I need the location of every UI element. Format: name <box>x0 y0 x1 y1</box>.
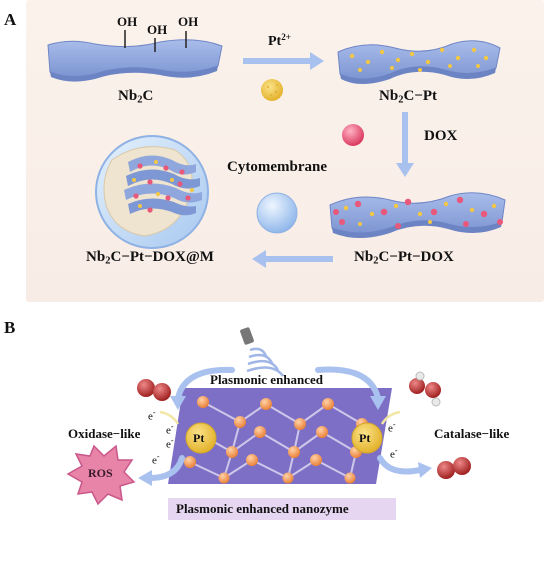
ros-starburst <box>66 444 136 506</box>
nb2c-pt-label: Nb2C−Pt <box>379 88 437 106</box>
arrow-pt-loading <box>243 52 324 70</box>
pt-node-right <box>351 422 383 454</box>
curved-arrows <box>147 366 423 481</box>
pt-ion-label: Pt2+ <box>268 32 291 49</box>
electron-label-5: e- <box>388 420 396 435</box>
hydroxyl-label-2: OH <box>147 22 168 37</box>
light-source <box>240 327 285 377</box>
cytomembrane-label: Cytomembrane <box>227 159 327 175</box>
pt-label-right: Pt <box>359 431 371 445</box>
dox-molecule <box>342 124 364 146</box>
nb2c-sheet <box>47 30 223 82</box>
catalase-like-label: Catalase−like <box>434 426 510 441</box>
hydroxyl-label-3: OH <box>178 14 199 29</box>
light-rays <box>159 410 401 425</box>
ros-label: ROS <box>88 466 113 480</box>
oxygen-molecule-right <box>437 457 471 479</box>
dox-label: DOX <box>424 128 458 144</box>
nb2c-pt-sheet <box>337 40 501 84</box>
panel-b-label: B <box>4 318 16 337</box>
nb2c-label: Nb2C <box>118 88 154 106</box>
oxidase-like-label: Oxidase−like <box>68 426 141 441</box>
pt-nanoparticle <box>261 79 283 101</box>
final-product-label: Nb2C−Pt−DOX@M <box>86 249 214 267</box>
cytomembrane-vesicle <box>256 192 298 234</box>
arrow-dox-loading <box>396 112 414 177</box>
nb2c-pt-dox-label: Nb2C−Pt−DOX <box>354 249 454 267</box>
pt-label-left: Pt <box>193 431 205 445</box>
panel-a-label: A <box>4 10 17 29</box>
electron-label-2: e- <box>166 422 174 437</box>
nb2c-pt-dox-sheet <box>329 192 506 238</box>
nanozyme-banner-label: Plasmonic enhanced nanozyme <box>176 501 349 516</box>
arrow-membrane-coating <box>252 250 333 268</box>
plasmonic-enhanced-label: Plasmonic enhanced <box>210 372 324 387</box>
nanozyme-banner-bg <box>168 498 396 520</box>
electron-label-1: e- <box>148 408 156 423</box>
h2o2-molecule <box>409 371 441 407</box>
plasmonic-lattice <box>168 388 392 484</box>
electron-label-3: e- <box>166 436 174 451</box>
electron-label-6: e- <box>390 446 398 461</box>
membrane-coated-nanoparticle <box>95 135 209 249</box>
electron-label-4: e- <box>152 452 160 467</box>
hydroxyl-label-1: OH <box>117 14 138 29</box>
oxygen-molecule-left <box>137 379 171 401</box>
pt-node-left <box>185 422 217 454</box>
